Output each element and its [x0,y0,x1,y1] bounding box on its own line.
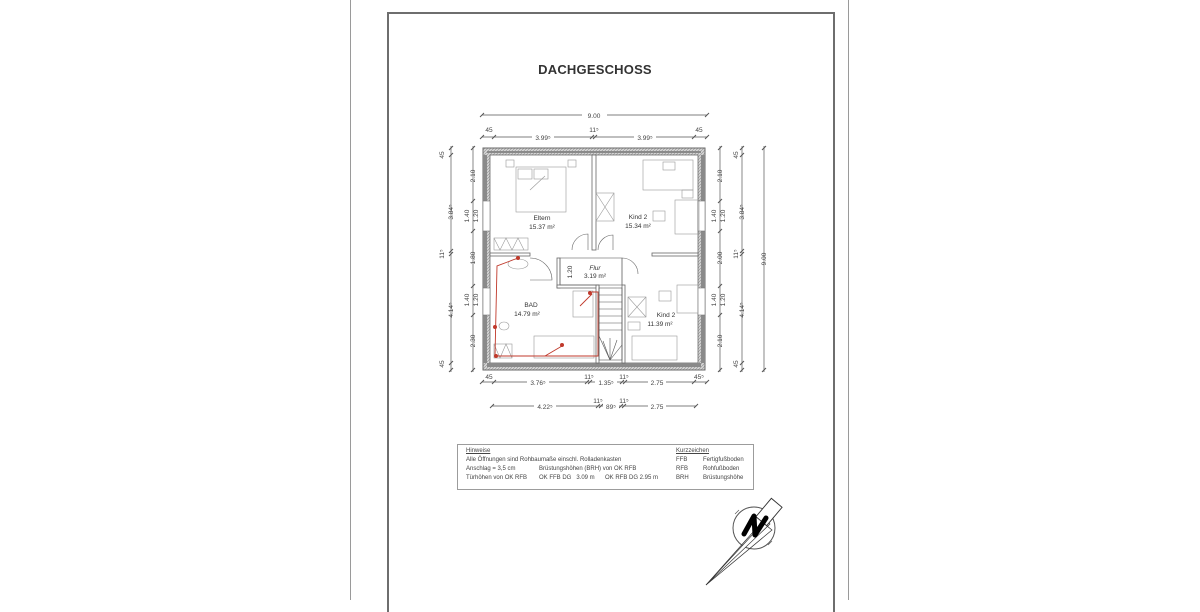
north-arrow-icon [705,497,783,586]
dim-top-5: 45 [695,127,703,134]
dim-right-outer-5: 45 [733,360,740,368]
legend-line2b: Brüstungshöhen (BRH) von OK RFB [539,466,637,472]
legend-line2a: Anschlag = 3,5 cm [466,466,516,472]
dim-right-inner-5: 1.40 [711,293,718,306]
dim-right-outer-2: 3.84⁵ [739,204,746,220]
legend-kurzzeichen-title: Kurzzeichen [676,448,710,454]
dim-right-inner-6: 1.20 [720,293,727,306]
dim-top-overall: 9.00 [588,113,601,120]
dim-right-inner-3: 1.20 [720,209,727,222]
dim-left-inner-4: 1.80 [470,251,477,264]
stairs [598,287,623,361]
room-bad-area: 14.79 m² [514,311,540,318]
dim-bottom-2: 3.76⁵ [530,380,546,387]
dim-top-2: 3.99⁵ [535,135,551,142]
dim-left-inner-6: 1.20 [473,293,480,306]
dim-right-outer-4: 4.14⁵ [739,302,746,318]
page-title-text: DACHGESCHOSS [538,62,652,77]
dim-top-3: 11⁵ [589,127,599,134]
legend-abbr-meaning: Brüstungshöhe [703,475,744,481]
dim-bottom-3: 11⁵ [584,374,594,381]
legend-line3a: Türhöhen von OK RFB [466,475,528,481]
dimension-right [717,145,767,373]
room-kind2a-area: 15.34 m² [625,223,651,230]
dim-right-overall: 9.00 [761,252,768,265]
dim-bottom-6: 2.75 [651,380,664,387]
dim-right-inner-2: 1.40 [711,209,718,222]
dim-right-inner-4: 2.00 [717,251,724,264]
electrical-points [493,256,592,358]
legend-box: Hinweise Alle Öffnungen sind Rohbaumaße … [457,444,754,490]
legend-abbr-code: FFB [676,457,688,463]
room-eltern-name: Eltern [534,215,551,222]
legend-abbr-meaning: Rohfußboden [703,466,740,472]
dim-left-outer-2: 3.84⁵ [448,204,455,220]
dim-top-1: 45 [485,127,493,134]
dim-bottom2-2: 11⁵ [593,398,603,405]
dim-right-outer-1: 45 [733,151,740,159]
dim-left-outer-3: 11⁵ [439,249,446,259]
dim-left-inner-2: 1.40 [464,209,471,222]
dim-bottom2-4: 11⁵ [619,398,629,405]
dim-right-inner-1: 2.10 [717,169,724,182]
dim-bottom2-3: 89⁵ [606,404,616,411]
dim-left-outer-1: 45 [439,151,446,159]
furniture [493,159,700,361]
dim-left-inner-5: 1.40 [464,293,471,306]
dim-left-inner-3: 1.20 [473,209,480,222]
drawing-frame [387,12,835,612]
dim-right-outer-3: 11⁵ [733,249,740,259]
room-kind2b-name: Kind 2 [657,312,676,319]
dim-bottom-5: 11⁵ [619,374,629,381]
legend-abbr-code: RFB [676,466,688,472]
dim-left-outer-5: 45 [439,360,446,368]
legend-abbr-code: BRH [676,475,689,481]
room-flur-area: 3.19 m² [584,273,607,280]
room-bad-name: BAD [524,302,538,309]
legend-line1: Alle Öffnungen sind Rohbaumaße einschl. … [466,457,622,463]
dim-top-4: 3.99⁵ [637,135,653,142]
dim-right-inner-7: 2.10 [717,334,724,347]
dimension-left [448,145,476,373]
legend-line3c: OK RFB DG 2.95 m [605,475,659,481]
legend-line3b: OK FFB DG 3.09 m [539,475,595,481]
dim-bottom-1: 45 [485,374,493,381]
legend-hinweise-title: Hinweise [466,448,491,454]
room-kind2a-name: Kind 2 [629,214,648,221]
paper-sheet [350,0,849,600]
page-title: DACHGESCHOSS [0,62,1200,77]
dim-bottom-4: 1.35⁵ [598,380,614,387]
dim-bottom-7: 45⁵ [694,374,704,381]
legend-abbr-meaning: Fertigfußboden [703,457,744,463]
dim-bottom2-1: 4.22⁵ [537,404,553,411]
dim-flur-width: 1.20 [567,265,574,278]
dim-left-inner-1: 2.10 [470,169,477,182]
electrical-lines [494,257,599,357]
room-eltern-area: 15.37 m² [529,224,555,231]
dim-left-outer-4: 4.14⁵ [448,302,455,318]
dim-bottom2-5: 2.75 [651,404,664,411]
dim-left-inner-7: 2.30 [470,334,477,347]
room-flur-name: Flur [589,265,601,272]
doors [529,233,639,285]
room-kind2b-area: 11.39 m² [647,321,673,328]
